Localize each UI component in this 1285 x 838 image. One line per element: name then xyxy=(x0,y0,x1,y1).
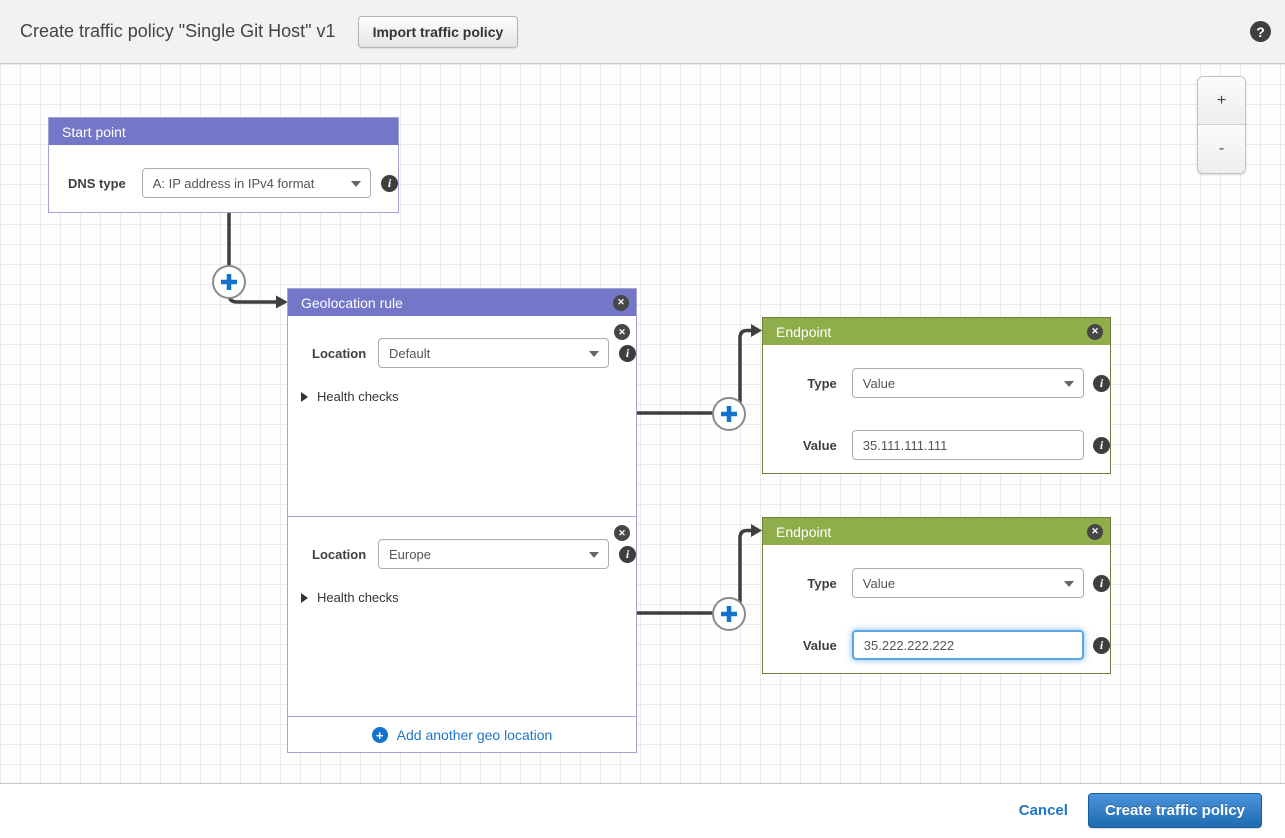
connector-plus-button[interactable] xyxy=(712,597,746,631)
close-icon[interactable]: ✕ xyxy=(614,324,630,340)
endpoint-title: Endpoint xyxy=(776,323,832,340)
location-selected-value: Europe xyxy=(389,546,431,562)
close-icon[interactable]: ✕ xyxy=(1087,523,1103,540)
location-selected-value: Default xyxy=(389,345,431,361)
zoom-in-button[interactable]: + xyxy=(1198,77,1245,125)
start-point-box: Start point DNS type A: IP address in IP… xyxy=(48,117,399,213)
arrowhead-icon xyxy=(751,324,762,337)
policy-editor-canvas[interactable]: + - Start point DNS type A: IP address i… xyxy=(0,64,1285,784)
location-select[interactable]: Europe xyxy=(378,539,609,569)
plus-icon: + xyxy=(371,727,388,743)
health-checks-label: Health checks xyxy=(317,389,399,404)
expander-triangle-icon xyxy=(301,592,308,603)
connector-plus-button[interactable] xyxy=(712,397,746,431)
zoom-out-button[interactable]: - xyxy=(1198,125,1245,173)
connector-line xyxy=(738,328,751,414)
endpoint-value-input[interactable] xyxy=(851,430,1084,460)
chevron-down-icon xyxy=(589,351,599,357)
endpoint-type-label: Type xyxy=(807,575,837,591)
start-point-title: Start point xyxy=(62,123,126,140)
add-geo-location-label: Add another geo location xyxy=(396,727,553,743)
endpoint-value-label: Value xyxy=(802,637,837,653)
import-traffic-policy-button[interactable]: Import traffic policy xyxy=(357,15,519,48)
location-label: Location xyxy=(312,546,367,562)
endpoint-box: Endpoint ✕ Type Value i Value i xyxy=(762,517,1111,674)
location-label: Location xyxy=(312,345,367,361)
page-title: Create traffic policy "Single Git Host" … xyxy=(20,21,336,41)
arrowhead-icon xyxy=(751,524,762,537)
geolocation-rule-title: Geolocation rule xyxy=(301,294,403,311)
endpoint-value-input[interactable] xyxy=(851,630,1084,660)
page-footer: Cancel Create traffic policy xyxy=(0,784,1285,837)
create-traffic-policy-button[interactable]: Create traffic policy xyxy=(1087,793,1262,828)
dns-type-select[interactable]: A: IP address in IPv4 format xyxy=(141,168,371,198)
dns-type-label: DNS type xyxy=(67,175,126,191)
help-icon[interactable]: ? xyxy=(1250,21,1271,42)
info-icon[interactable]: i xyxy=(1093,436,1110,454)
endpoint-title: Endpoint xyxy=(776,523,832,540)
info-icon[interactable]: i xyxy=(1093,636,1110,654)
endpoint-header: Endpoint ✕ xyxy=(763,518,1110,545)
chevron-down-icon xyxy=(1064,581,1074,587)
connector-line xyxy=(738,528,751,614)
close-icon[interactable]: ✕ xyxy=(613,294,629,311)
endpoint-type-label: Type xyxy=(807,375,837,391)
health-checks-toggle[interactable]: Health checks xyxy=(288,590,636,605)
endpoint-value-label: Value xyxy=(802,437,837,453)
expander-triangle-icon xyxy=(301,391,308,402)
endpoint-box: Endpoint ✕ Type Value i Value i xyxy=(762,317,1111,474)
info-icon[interactable]: i xyxy=(1093,574,1110,592)
dns-type-selected-value: A: IP address in IPv4 format xyxy=(152,175,315,191)
plus-icon xyxy=(221,274,237,290)
cancel-link[interactable]: Cancel xyxy=(1018,802,1068,819)
endpoint-type-select[interactable]: Value xyxy=(851,568,1084,598)
endpoint-header: Endpoint ✕ xyxy=(763,318,1110,345)
geo-location-section: ✕ Location Europe i Health checks xyxy=(288,516,636,716)
close-icon[interactable]: ✕ xyxy=(614,525,630,541)
info-icon[interactable]: i xyxy=(1093,374,1110,392)
close-icon[interactable]: ✕ xyxy=(1087,323,1103,340)
canvas-zoom-control: + - xyxy=(1197,76,1246,174)
geo-location-section: ✕ Location Default i Health checks xyxy=(288,316,636,516)
chevron-down-icon xyxy=(589,552,599,558)
health-checks-label: Health checks xyxy=(317,590,399,605)
endpoint-type-select[interactable]: Value xyxy=(851,368,1084,398)
app-header: Create traffic policy "Single Git Host" … xyxy=(0,0,1285,64)
start-point-header: Start point xyxy=(49,118,398,145)
endpoint-type-selected-value: Value xyxy=(862,375,896,391)
location-select[interactable]: Default xyxy=(378,338,609,368)
endpoint-type-selected-value: Value xyxy=(862,575,896,591)
chevron-down-icon xyxy=(1064,381,1074,387)
connector-plus-button[interactable] xyxy=(212,265,246,299)
health-checks-toggle[interactable]: Health checks xyxy=(288,389,636,404)
geolocation-rule-header: Geolocation rule ✕ xyxy=(288,289,636,316)
add-geo-location-link[interactable]: + Add another geo location xyxy=(288,716,636,753)
chevron-down-icon xyxy=(350,181,361,187)
info-icon[interactable]: i xyxy=(380,174,398,192)
info-icon[interactable]: i xyxy=(619,545,636,563)
geolocation-rule-box: Geolocation rule ✕ ✕ Location Default i … xyxy=(287,288,637,753)
plus-icon xyxy=(721,406,737,422)
info-icon[interactable]: i xyxy=(619,344,636,362)
plus-icon xyxy=(721,606,737,622)
